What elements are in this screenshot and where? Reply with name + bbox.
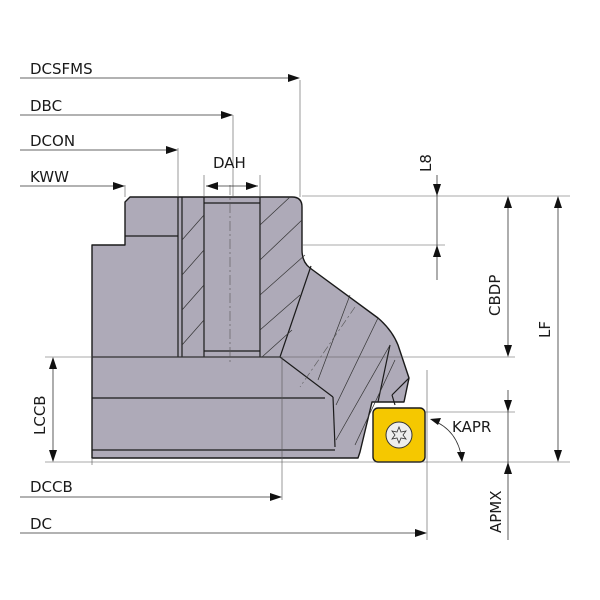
label-dah: DAH: [213, 154, 246, 172]
label-l8: L8: [417, 154, 435, 172]
section-hatching: [181, 196, 396, 446]
torx-screw-icon: [391, 425, 407, 445]
hole-center-line: [299, 306, 356, 388]
label-apmx: APMX: [487, 490, 505, 533]
label-dccb: DCCB: [30, 478, 73, 496]
cutting-insert: [372, 407, 426, 463]
label-dcon: DCON: [30, 132, 75, 150]
label-lf: LF: [536, 321, 554, 338]
label-kapr: KAPR: [452, 418, 491, 436]
label-dbc: DBC: [30, 97, 62, 115]
label-cbdp: CBDP: [486, 275, 504, 316]
extension-lines: [45, 80, 570, 540]
dimension-lines: [20, 74, 562, 540]
label-kww: KWW: [30, 168, 69, 186]
label-dc: DC: [30, 515, 52, 533]
label-lccb: LCCB: [31, 395, 49, 435]
label-dcsfms: DCSFMS: [30, 60, 93, 78]
